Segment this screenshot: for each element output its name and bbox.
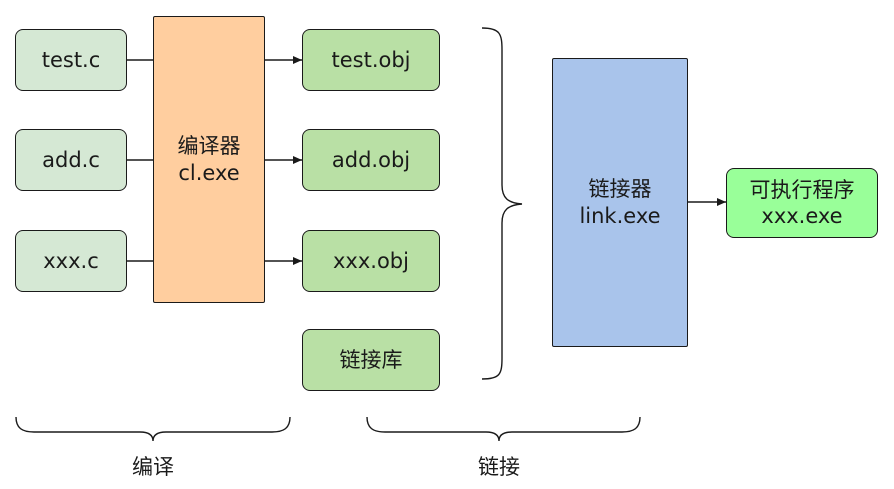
source-file-label: xxx.c [43,248,99,273]
source-file-label: add.c [42,147,100,172]
source-file-add-c: add.c [15,129,127,191]
compiler-exe: cl.exe [178,160,240,185]
link-library-label: 链接库 [339,347,403,372]
compile-stage-brace [15,416,291,442]
compile-stage-label: 编译 [132,455,174,479]
compiler-box: 编译器 cl.exe [153,16,265,303]
source-file-test-c: test.c [15,29,127,91]
executable-name: 可执行程序 [749,177,855,202]
link-stage-label: 链接 [478,455,520,479]
linker-exe: link.exe [579,203,661,228]
object-file-xxx-obj: xxx.obj [302,230,440,292]
executable-exe: xxx.exe [761,204,843,228]
source-file-xxx-c: xxx.c [15,230,127,292]
source-file-label: test.c [41,47,101,72]
compiler-name: 编译器 [177,134,241,159]
object-file-label: test.obj [331,47,411,72]
executable-box: 可执行程序 xxx.exe [726,168,878,238]
link-stage-brace [366,416,641,442]
link-input-brace [481,27,523,380]
object-file-test-obj: test.obj [302,29,440,91]
link-library-box: 链接库 [302,329,440,391]
object-file-label: add.obj [331,147,411,172]
object-file-add-obj: add.obj [302,129,440,191]
object-file-label: xxx.obj [333,248,409,273]
linker-box: 链接器 link.exe [552,58,688,347]
linker-name: 链接器 [588,177,652,202]
